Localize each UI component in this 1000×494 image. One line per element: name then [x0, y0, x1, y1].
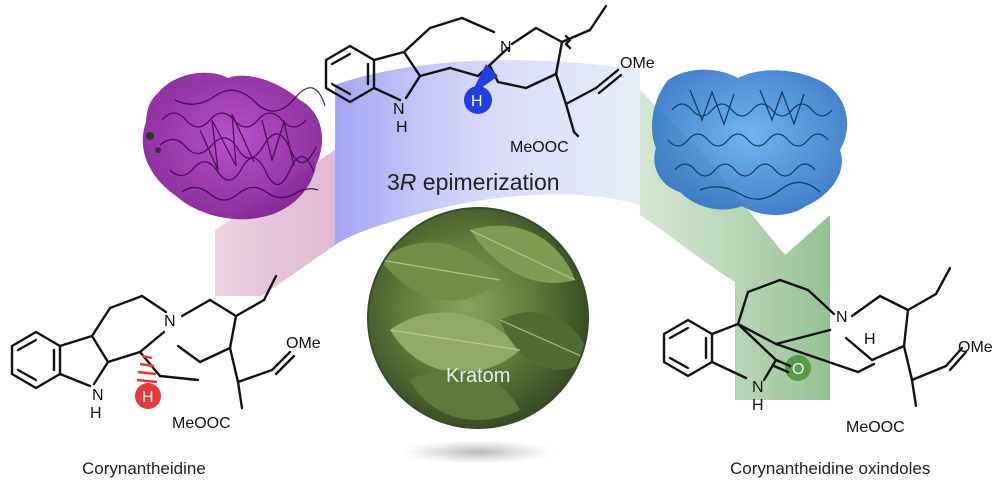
top-ome-label: OMe	[620, 55, 655, 72]
epimerization-label: 3R epimerization	[387, 169, 560, 195]
top-n-label: N	[500, 39, 512, 56]
kratom-leaf-photo	[368, 208, 588, 428]
photo-shadow	[400, 440, 556, 464]
right-nh-label: N	[752, 379, 764, 396]
left-h-label: H	[142, 389, 154, 406]
left-molecule	[10, 274, 296, 410]
left-caption: Corynantheidine	[82, 459, 206, 478]
left-h-highlight	[135, 383, 161, 409]
right-h-label: H	[864, 331, 876, 348]
top-h-label: H	[471, 93, 483, 110]
right-ome-label: OMe	[958, 339, 993, 356]
right-enzyme-structure	[652, 69, 848, 215]
top-nh-h-label: H	[396, 119, 408, 136]
top-nh-label: N	[393, 101, 405, 118]
right-n-label: N	[836, 309, 848, 326]
center-band	[335, 60, 640, 245]
left-nh-h-label: H	[90, 405, 102, 422]
right-ester-label: MeOOC	[846, 419, 905, 436]
right-nh-h-label: H	[752, 397, 764, 414]
right-o-highlight	[785, 355, 811, 381]
top-h-highlight	[464, 86, 492, 114]
left-nh-label: N	[92, 387, 104, 404]
top-ester-label: MeOOC	[510, 139, 569, 156]
left-n-label: N	[164, 313, 176, 330]
left-enzyme-structure	[142, 72, 326, 220]
kratom-label: Kratom	[446, 365, 510, 387]
left-ome-label: OMe	[286, 335, 321, 352]
right-molecule	[662, 266, 968, 408]
right-o-label: O	[792, 361, 804, 378]
right-caption: Corynantheidine oxindoles	[730, 459, 930, 478]
left-ester-label: MeOOC	[172, 415, 231, 432]
